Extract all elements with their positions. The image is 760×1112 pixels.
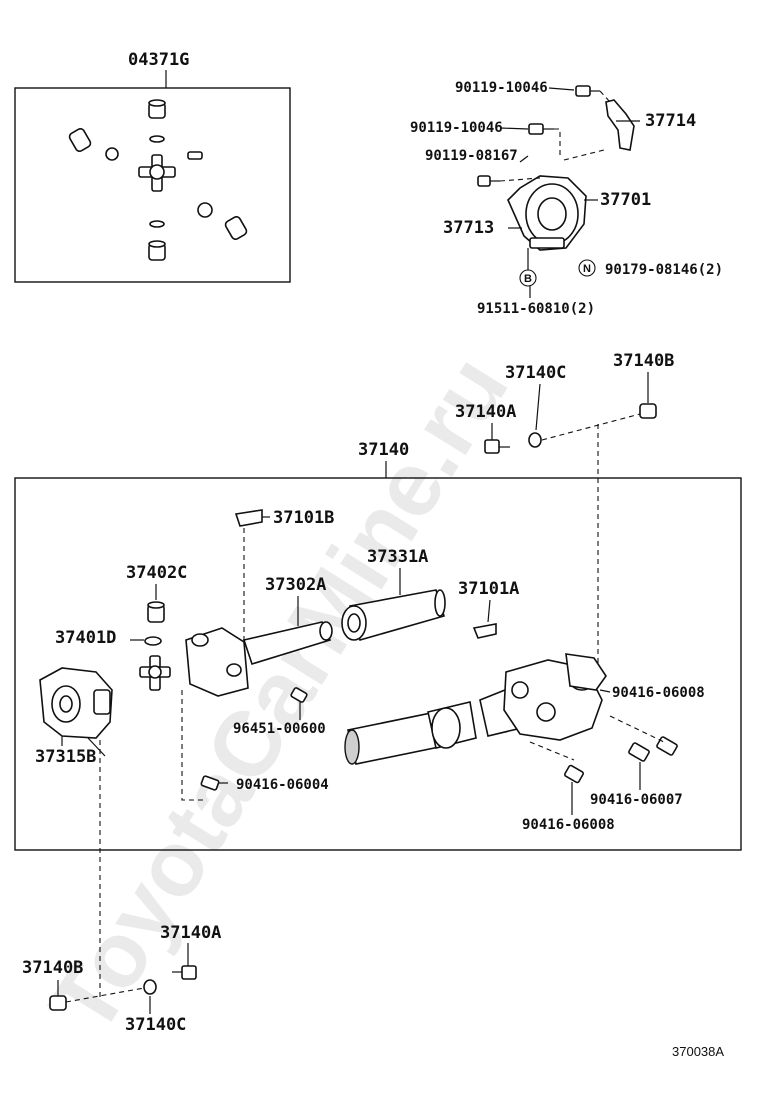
label-37315B[interactable]: 37315B <box>35 747 96 767</box>
label-37302A[interactable]: 37302A <box>265 575 326 595</box>
label-37713[interactable]: 37713 <box>443 218 494 238</box>
label-04371G[interactable]: 04371G <box>128 50 189 70</box>
label-37402C[interactable]: 37402C <box>126 563 187 583</box>
label-37140B-bottom[interactable]: 37140B <box>22 958 83 978</box>
label-37140A-bottom[interactable]: 37140A <box>160 923 221 943</box>
diagram-code: 370038A <box>672 1044 724 1059</box>
label-37714[interactable]: 37714 <box>645 111 696 131</box>
center-bearing-parts: B N <box>477 85 635 287</box>
bottom-fasteners <box>49 943 197 1014</box>
label-37701[interactable]: 37701 <box>600 190 651 210</box>
spider-kit-parts <box>68 99 248 261</box>
label-37140A-top[interactable]: 37140A <box>455 402 516 422</box>
label-90119-10046-b[interactable]: 90119-10046 <box>410 120 503 136</box>
label-37140C-bottom[interactable]: 37140C <box>125 1015 186 1035</box>
label-37401D[interactable]: 37401D <box>55 628 116 648</box>
propeller-shaft-parts <box>39 509 678 791</box>
assembly-leaders <box>87 689 665 1000</box>
label-90119-08167[interactable]: 90119-08167 <box>425 148 518 164</box>
label-96451-00600[interactable]: 96451-00600 <box>233 721 326 737</box>
label-90416-06008-right[interactable]: 90416-06008 <box>612 685 705 701</box>
label-90119-10046-a[interactable]: 90119-10046 <box>455 80 548 96</box>
top-fasteners <box>484 372 657 672</box>
label-37140C-top[interactable]: 37140C <box>505 363 566 383</box>
marker-N: N <box>583 263 591 275</box>
label-37140[interactable]: 37140 <box>358 440 409 460</box>
label-90179-08146[interactable]: 90179-08146(2) <box>605 262 723 278</box>
center-bearing-leaders <box>499 87 640 298</box>
kit-box <box>14 87 291 283</box>
assembly-box <box>14 477 742 851</box>
label-37331A[interactable]: 37331A <box>367 547 428 567</box>
label-90416-06004[interactable]: 90416-06004 <box>236 777 329 793</box>
label-37101A[interactable]: 37101A <box>458 579 519 599</box>
label-90416-06008-bottom[interactable]: 90416-06008 <box>522 817 615 833</box>
label-91511-60810[interactable]: 91511-60810(2) <box>477 301 595 317</box>
marker-B: B <box>524 273 532 285</box>
label-37140B-top[interactable]: 37140B <box>613 351 674 371</box>
label-90416-06007[interactable]: 90416-06007 <box>590 792 683 808</box>
label-37101B[interactable]: 37101B <box>273 508 334 528</box>
